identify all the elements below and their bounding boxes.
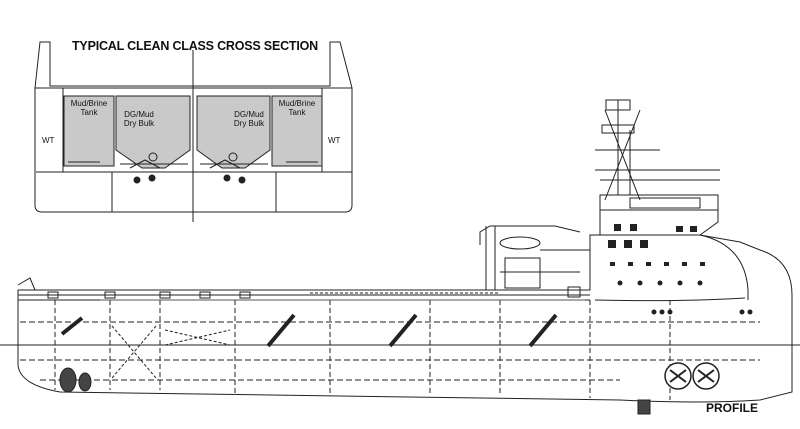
- mud-brine-label-left-line2: Tank: [80, 108, 98, 117]
- mud-brine-label-right-line2: Tank: [288, 108, 306, 117]
- dg-mud-label-left-line1: DG/Mud: [124, 110, 154, 119]
- cross-section-title: TYPICAL CLEAN CLASS CROSS SECTION: [72, 39, 318, 53]
- cross-section: [34, 41, 353, 222]
- dg-mud-label-right-line2: Dry Bulk: [233, 119, 265, 128]
- mud-brine-tank-left: [63, 95, 115, 167]
- wt-label-left: WT: [42, 136, 55, 145]
- mud-brine-label-left: Mud/Brine Tank: [64, 99, 114, 117]
- profile-label: PROFILE: [706, 401, 759, 415]
- mud-brine-tank-right: [271, 95, 323, 167]
- dg-mud-tank-left: [115, 95, 191, 169]
- ship-profile: [0, 99, 800, 415]
- dg-mud-label-left: DG/Mud Dry Bulk: [114, 110, 164, 128]
- dg-mud-label-left-line2: Dry Bulk: [123, 119, 155, 128]
- wt-label-right: WT: [328, 136, 341, 145]
- mud-brine-label-right: Mud/Brine Tank: [272, 99, 322, 117]
- dg-mud-label-right-line1: DG/Mud: [234, 110, 264, 119]
- dg-mud-label-right: DG/Mud Dry Bulk: [224, 110, 274, 128]
- dg-mud-tank-right: [196, 95, 271, 169]
- mud-brine-label-left-line1: Mud/Brine: [70, 99, 108, 108]
- mud-brine-label-right-line1: Mud/Brine: [278, 99, 316, 108]
